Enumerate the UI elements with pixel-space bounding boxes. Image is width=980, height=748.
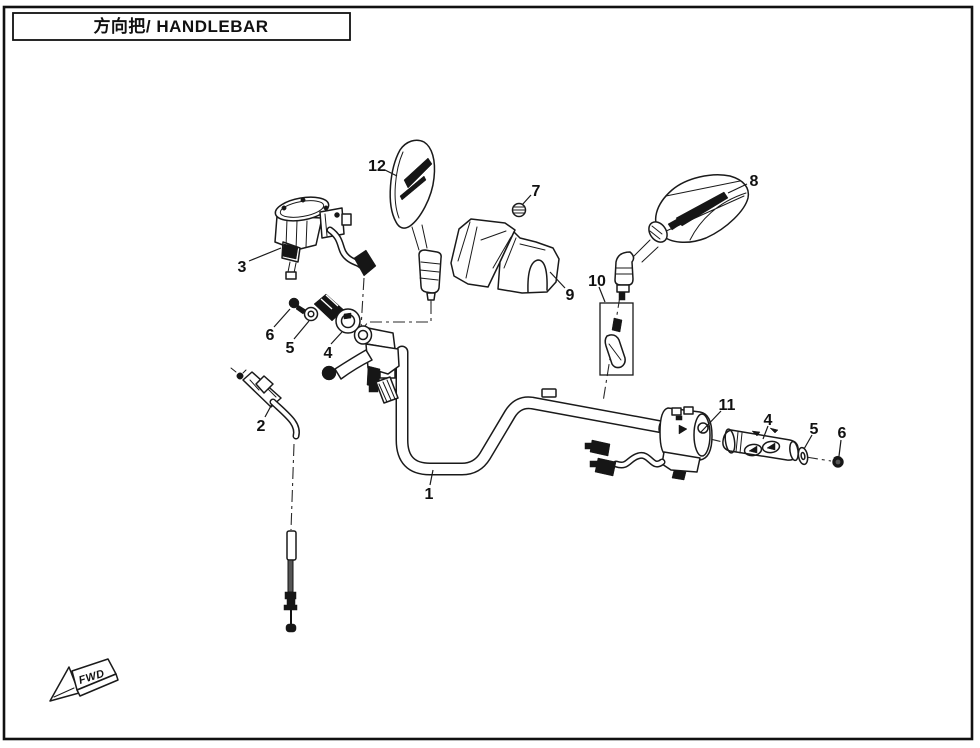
cable-ferrule-2	[286, 598, 296, 606]
callout-12: 12	[368, 158, 386, 175]
handlebar-tab	[541, 388, 557, 398]
lever-arm	[334, 349, 373, 380]
mirror12-axis-line	[361, 302, 432, 331]
mc-reservoir-cap	[274, 196, 330, 222]
grip-right-end-cap	[789, 440, 799, 462]
mirror-mount-hole	[357, 329, 369, 341]
mirror12-head	[389, 139, 436, 229]
part-5-left-washer	[303, 306, 319, 322]
grip-right-thumb-mark-1	[748, 445, 758, 454]
adapter-nub	[611, 317, 623, 333]
part-12-left-mirror	[389, 139, 442, 304]
perch-body	[365, 343, 400, 375]
mc-wire-connector	[353, 249, 377, 277]
fwd-arrow-extrusion	[76, 673, 119, 697]
callout-5-left: 5	[286, 340, 295, 357]
switch-arrow-button	[678, 424, 688, 435]
mirror-mount-boss	[353, 325, 373, 345]
part-5-right-washer	[797, 446, 809, 466]
part-7-screw	[511, 202, 527, 218]
cable-sleeve	[286, 530, 297, 561]
cover-right-panel	[497, 231, 560, 294]
grip-left-slot	[343, 312, 352, 320]
cover-arch-cutout	[527, 259, 548, 293]
mirror8-collar	[616, 284, 630, 293]
mirror8-thread-stud	[618, 291, 626, 301]
part-6-left-bolt	[288, 297, 307, 315]
callout-1: 1	[425, 486, 434, 503]
switch-connector-2	[594, 457, 617, 477]
page-border	[2, 5, 974, 741]
switch-dial	[697, 422, 709, 434]
cable-end-barrel	[285, 623, 297, 633]
part-1-handlebar	[379, 345, 669, 476]
adapter-sleeve	[604, 334, 626, 369]
clutch-lever-assembly	[321, 325, 400, 404]
part-8-right-mirror	[614, 174, 750, 301]
adjuster-hatching	[378, 379, 396, 403]
title-box: 方向把/ HANDLEBAR	[12, 12, 351, 41]
mirror12-glass-streak	[403, 157, 433, 189]
part-11-switch-housing	[584, 406, 713, 481]
callout-5-right: 5	[810, 421, 819, 438]
part-4-right-grip	[722, 427, 799, 462]
title-box-frame	[12, 12, 351, 41]
mc-brake-switch	[281, 243, 299, 260]
callout-10: 10	[588, 273, 606, 290]
part-4-left-grip	[313, 293, 361, 334]
mirror12-thread-collar	[426, 292, 436, 301]
cable-ferrule-1	[284, 591, 297, 600]
callout-6-left: 6	[266, 327, 275, 344]
callout-9: 9	[566, 287, 575, 304]
callout-3: 3	[238, 259, 247, 276]
fwd-direction-arrow: FWD	[49, 658, 119, 702]
detail-box	[599, 302, 634, 376]
part-10-adapter	[599, 302, 634, 376]
callout-11: 11	[719, 397, 736, 414]
washer-left	[303, 306, 319, 322]
washer-right	[797, 446, 809, 466]
cable-locknut	[255, 375, 274, 394]
grip-right-thumb-mark-2	[766, 442, 776, 451]
part-9-handlebar-cover	[450, 218, 560, 294]
cable-axis-line	[290, 443, 295, 531]
mirror12-stem	[411, 224, 428, 251]
bolt-right-axis-line	[805, 456, 832, 462]
cable-ferrule-3	[283, 604, 298, 611]
callout-7: 7	[532, 183, 541, 200]
callout-2: 2	[257, 418, 266, 435]
mc-side-tab	[341, 213, 352, 226]
mc-banjo-fitting	[285, 271, 297, 280]
part-6-right-bolt	[832, 455, 844, 468]
part-3-master-cylinder	[274, 196, 377, 280]
callout-4-right: 4	[764, 412, 773, 429]
grip-left-flange-ring	[335, 308, 361, 334]
part-2-throttle-cable	[230, 367, 300, 633]
callout-4-left: 4	[324, 345, 333, 362]
callout-6-right: 6	[838, 425, 847, 442]
clamp-bolt	[368, 384, 379, 393]
callout-labels: 3 12 7 9 8 10 6 5 4 2 1 11 4 5 6	[238, 158, 847, 503]
grip-right-flange	[724, 428, 736, 454]
lever-ball-end	[321, 365, 337, 381]
mirror8-stem	[633, 239, 659, 263]
leader-lines	[248, 169, 842, 486]
switch-connector-1	[589, 439, 611, 457]
callout-8: 8	[750, 173, 759, 190]
master-cylinder-axis-line	[360, 277, 365, 329]
cable-end-nipple	[236, 372, 244, 380]
page-title: 方向把/ HANDLEBAR	[93, 16, 268, 36]
switch-face	[693, 413, 711, 457]
cable-inner-wire	[287, 559, 294, 593]
